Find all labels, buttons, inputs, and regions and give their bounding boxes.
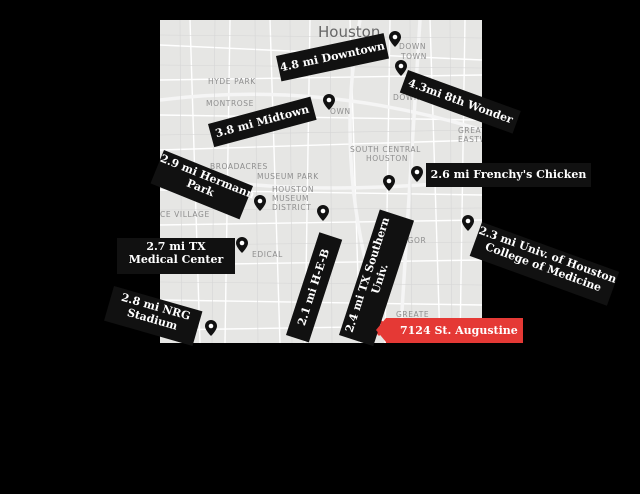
destination-label: 7124 St. Augustine xyxy=(376,318,523,343)
map-pin-icon[interactable] xyxy=(205,320,217,336)
area-label-medical: EDICAL xyxy=(252,250,283,259)
map-pin-icon[interactable] xyxy=(383,175,395,191)
map-pin-icon[interactable] xyxy=(254,195,266,211)
area-label-greater-east: GREAT xyxy=(458,126,482,135)
map-pin-icon[interactable] xyxy=(462,215,474,231)
area-label-museum-park: MUSEUM PARK xyxy=(257,172,319,181)
area-label-broadacres: BROADACRES xyxy=(210,162,268,171)
map-pin-icon[interactable] xyxy=(317,205,329,221)
area-label-downtown-small: DOWNT xyxy=(393,93,426,102)
area-label-hyde-park: HYDE PARK xyxy=(208,77,256,86)
area-label-greater-east-2: EASTW xyxy=(458,135,482,144)
map-pin-icon[interactable] xyxy=(236,237,248,253)
area-label-montrose: MONTROSE xyxy=(206,99,254,108)
area-label-museum-district-3: DISTRICT xyxy=(272,203,312,212)
map-pin-icon[interactable] xyxy=(395,60,407,76)
area-label-downtown: DOWN xyxy=(399,42,427,51)
label-frenchys-chicken: 2.6 mi Frenchy's Chicken xyxy=(426,163,591,187)
area-label-gregor: GREGOR xyxy=(390,236,427,245)
area-label-greater-bottom: GREATE xyxy=(396,310,430,319)
area-label-museum-district-1: HOUSTON xyxy=(272,185,315,194)
map-pin-icon[interactable] xyxy=(323,94,335,110)
area-label-south-central-2: HOUSTON xyxy=(366,154,409,163)
area-label-midtown: OWN xyxy=(330,107,351,116)
map-pin-icon[interactable] xyxy=(411,166,423,182)
area-label-downtown-2: TOWN xyxy=(401,52,427,61)
area-label-village: CE VILLAGE xyxy=(160,210,210,219)
map-pin-icon[interactable] xyxy=(389,31,401,47)
area-label-museum-district-2: MUSEUM xyxy=(272,194,310,203)
area-label-south-central: SOUTH CENTRAL xyxy=(350,145,421,154)
